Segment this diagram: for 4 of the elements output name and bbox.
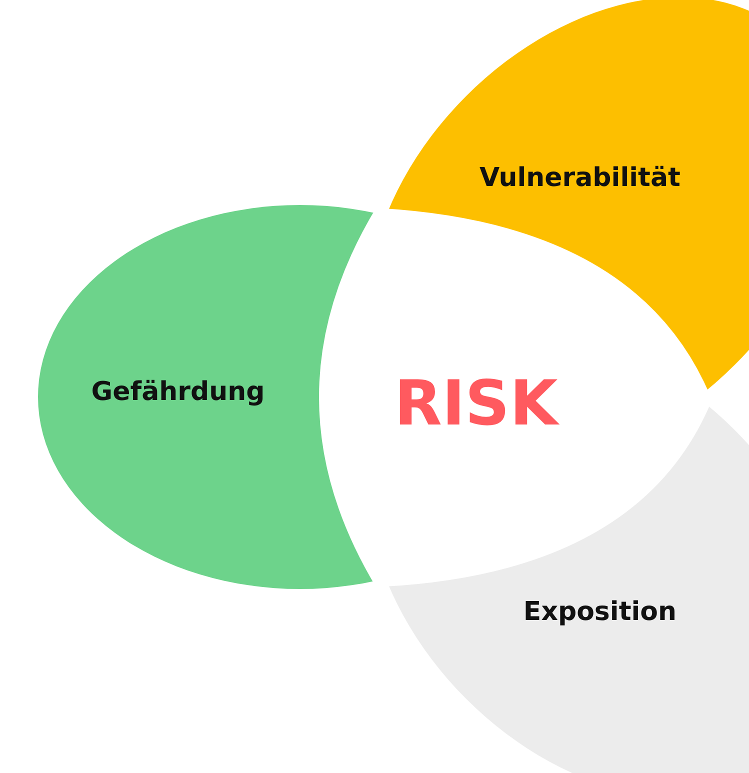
center-label: RISK bbox=[394, 366, 558, 440]
petal-label: Vulnerabilität bbox=[480, 163, 680, 193]
petal-label: Gefährdung bbox=[91, 377, 265, 407]
petal-label: Exposition bbox=[523, 596, 677, 627]
